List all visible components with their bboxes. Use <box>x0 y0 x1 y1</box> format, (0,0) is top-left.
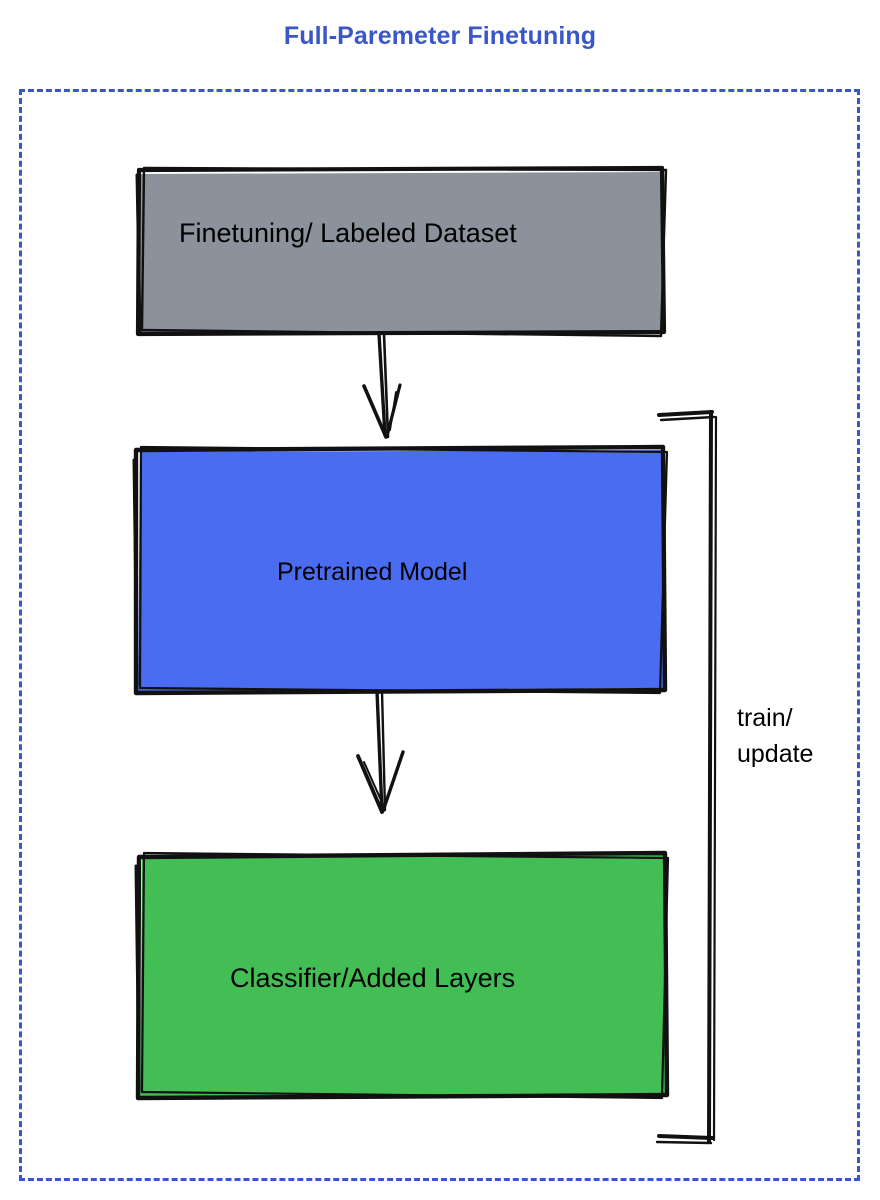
node-dataset-outline-b <box>140 166 668 338</box>
arrow2-head-right <box>381 750 405 813</box>
arrow2-shaft-b <box>380 689 387 812</box>
node-classifier-fill <box>140 855 665 1096</box>
feedback-bottom-segment-b <box>655 1140 713 1145</box>
arrow1-head-right2 <box>389 391 397 431</box>
page-title: Full-Paremeter Finetuning <box>283 22 597 50</box>
node-classifier-outline-b <box>140 851 670 1100</box>
feedback-top-segment-b <box>659 415 716 422</box>
node-dataset-fill <box>139 172 663 333</box>
feedback-top-segment-a <box>657 410 714 417</box>
node-model-fill <box>138 450 664 691</box>
arrow2-shaft-a <box>375 689 384 814</box>
edge-feedback-loop-label: train/ update <box>737 704 814 768</box>
node-model[interactable] <box>132 444 669 696</box>
edge-feedback-loop <box>655 410 718 1145</box>
arrow1-shaft-a <box>377 332 387 437</box>
edge-dataset-to-model <box>362 332 402 439</box>
arrow2-head-left2 <box>363 761 385 808</box>
feedback-right-segment-a <box>707 410 713 1144</box>
arrow1-head-left <box>362 384 388 439</box>
node-classifier-outline-c <box>134 864 141 1092</box>
node-model-outline-b <box>138 445 669 695</box>
arrow2-head-left <box>356 754 384 814</box>
feedback-bottom-segment-a <box>657 1134 714 1140</box>
node-classifier[interactable] <box>134 850 670 1101</box>
edge-model-to-classifier <box>356 689 405 814</box>
node-model-outline-c <box>132 458 139 686</box>
arrow1-shaft-b <box>382 332 390 439</box>
node-dataset-outline-c <box>135 173 142 333</box>
node-dataset[interactable] <box>135 165 668 338</box>
diagram-dashed-frame <box>19 89 860 1181</box>
feedback-right-segment-b <box>712 415 718 1142</box>
